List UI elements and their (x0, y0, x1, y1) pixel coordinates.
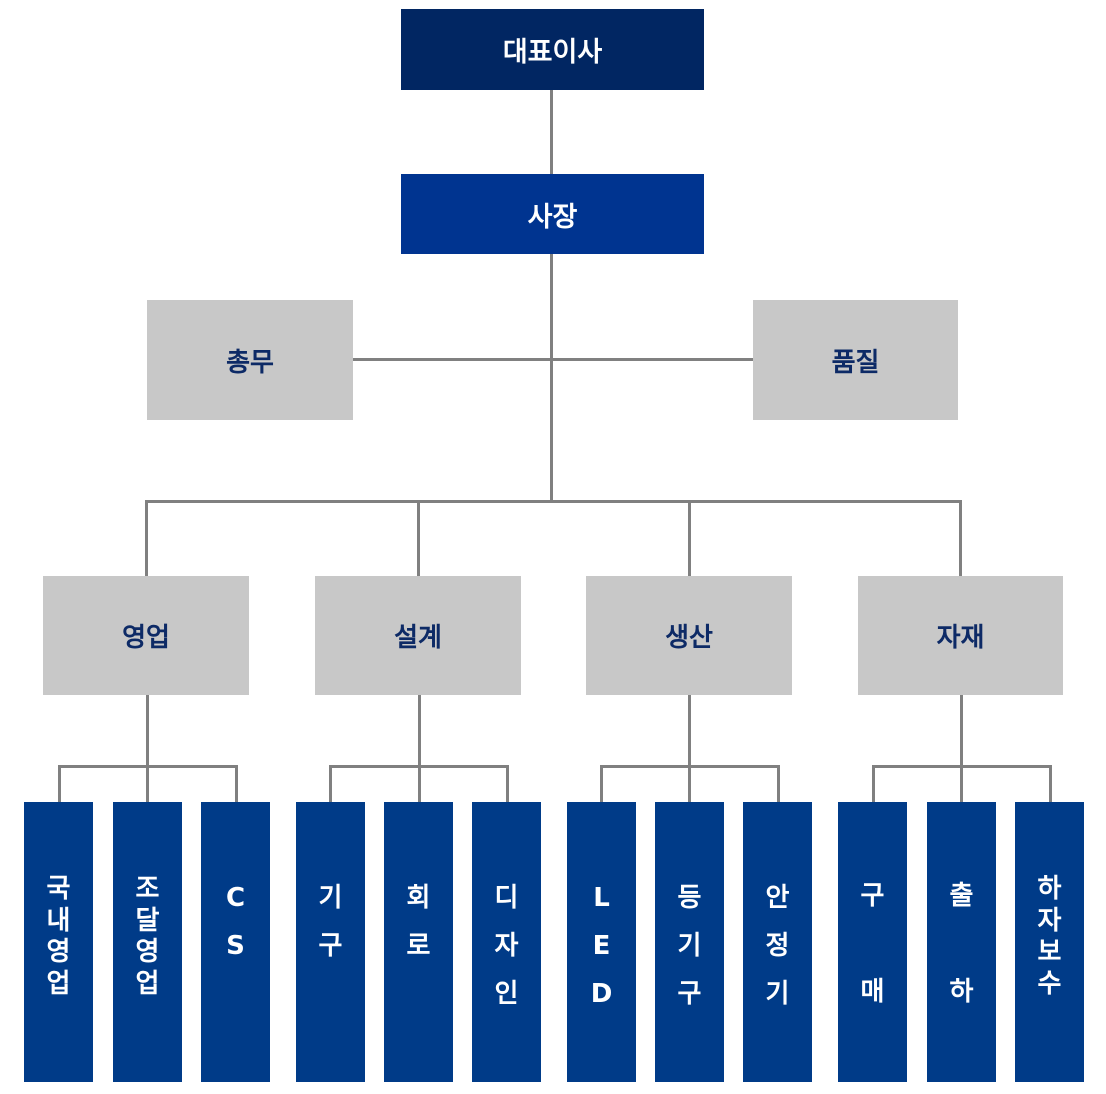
team-label: 등 기 구 (678, 874, 702, 1018)
team-char: 구 (318, 931, 343, 962)
team-char: 로 (406, 931, 431, 962)
department-box: 설계 (315, 576, 521, 695)
team-char: 수 (1037, 969, 1062, 1000)
connector (688, 500, 691, 576)
team-label: 조 달 영 업 (136, 874, 160, 1001)
team-char: 영 (135, 937, 160, 968)
team-char: 하 (1037, 874, 1062, 904)
team-char: S (226, 931, 245, 962)
team-label: 구 매 (861, 848, 885, 1040)
team-char: 자 (494, 931, 519, 962)
connector (600, 765, 780, 768)
team-char: 기 (677, 931, 702, 962)
team-label: 디 자 인 (495, 874, 519, 1018)
staff-label-left: 총무 (226, 347, 274, 378)
team-char: 달 (135, 905, 160, 936)
team-char: 인 (494, 979, 519, 1010)
team-label: C S (226, 874, 245, 970)
connector (550, 89, 553, 174)
team-box: 하 자 보 수 (1015, 802, 1084, 1082)
team-char: 회 (406, 883, 431, 913)
ceo-box: 대표이사 (401, 9, 704, 90)
team-char: 내 (46, 905, 71, 936)
team-char: C (225, 883, 246, 913)
team-box: 조 달 영 업 (113, 802, 182, 1082)
connector (417, 500, 420, 576)
connector (688, 694, 691, 802)
connector (329, 765, 332, 802)
department-label: 자재 (936, 623, 985, 653)
connector (418, 694, 421, 802)
team-char: 보 (1037, 937, 1062, 968)
department-box: 자재 (858, 576, 1063, 695)
team-char: E (592, 931, 611, 962)
team-box: 국 내 영 업 (24, 802, 93, 1082)
team-char: 구 (677, 979, 702, 1010)
ceo-label: 대표이사 (502, 37, 603, 68)
team-char: 조 (135, 874, 160, 904)
team-char: 기 (765, 979, 790, 1010)
department-label: 영업 (122, 623, 170, 653)
team-box: 안 정 기 (743, 802, 812, 1082)
connector (352, 358, 754, 361)
team-char: L (593, 883, 610, 913)
staff-box-right: 품질 (753, 300, 958, 420)
connector (960, 694, 963, 802)
department-box: 영업 (43, 576, 249, 695)
team-box: L E D (567, 802, 636, 1082)
team-char: 출 (949, 881, 974, 911)
team-label: 국 내 영 업 (47, 874, 71, 1001)
connector (959, 500, 962, 576)
team-char: 매 (860, 977, 885, 1008)
team-box: 구 매 (838, 802, 907, 1082)
team-char: 디 (494, 883, 519, 913)
staff-label-right: 품질 (831, 347, 880, 378)
connector (145, 500, 962, 503)
connector (506, 765, 509, 802)
connector (58, 765, 61, 802)
department-box: 생산 (586, 576, 792, 695)
connector (329, 765, 509, 768)
team-label: 기 구 (319, 874, 343, 970)
team-char: 등 (677, 883, 702, 913)
president-box: 사장 (401, 174, 704, 254)
team-label: 회 로 (407, 874, 431, 970)
team-char: 하 (949, 977, 974, 1008)
team-char: 업 (46, 969, 71, 1000)
team-char: 구 (860, 881, 885, 911)
team-box: 등 기 구 (655, 802, 724, 1082)
team-char: D (590, 979, 613, 1010)
team-char: 정 (765, 931, 790, 962)
connector (1049, 765, 1052, 802)
connector (146, 694, 149, 802)
team-label: 출 하 (950, 848, 974, 1040)
team-label: 하 자 보 수 (1038, 874, 1062, 1001)
team-box: C S (201, 802, 270, 1082)
president-label: 사장 (527, 201, 578, 233)
team-char: 국 (46, 874, 71, 904)
team-char: 업 (135, 969, 160, 1000)
connector (777, 765, 780, 802)
team-char: 안 (765, 883, 790, 913)
staff-box-left: 총무 (147, 300, 353, 420)
connector (872, 765, 875, 802)
connector (872, 765, 1052, 768)
team-char: 자 (1037, 905, 1062, 936)
department-label: 설계 (394, 623, 442, 653)
connector (600, 765, 603, 802)
team-box: 디 자 인 (472, 802, 541, 1082)
connector (235, 765, 238, 802)
team-label: L E D (591, 874, 613, 1018)
team-char: 기 (318, 883, 343, 913)
connector (550, 253, 553, 502)
team-label: 안 정 기 (766, 874, 790, 1018)
team-box: 회 로 (384, 802, 453, 1082)
team-box: 출 하 (927, 802, 996, 1082)
connector (145, 500, 148, 576)
connector (58, 765, 238, 768)
team-char: 영 (46, 937, 71, 968)
team-box: 기 구 (296, 802, 365, 1082)
department-label: 생산 (665, 623, 713, 653)
